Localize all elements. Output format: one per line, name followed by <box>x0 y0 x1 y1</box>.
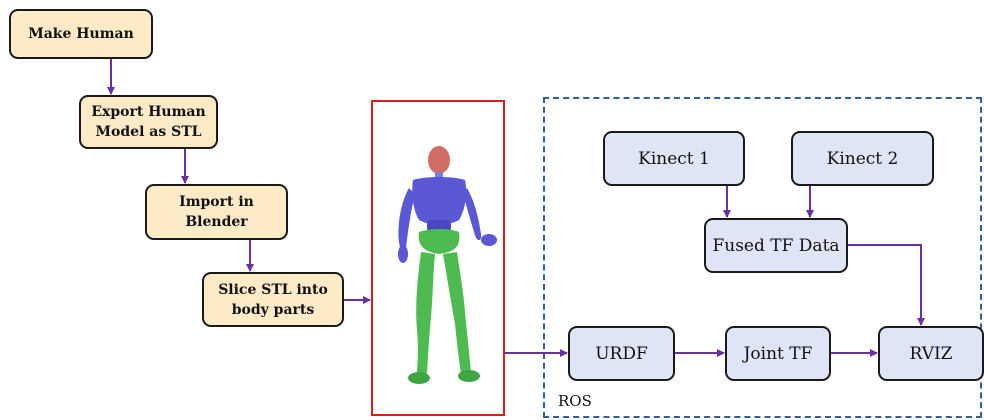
make-human-label: Make Human <box>28 26 134 42</box>
model-right-foot <box>458 370 480 382</box>
fused-tf-label: Fused TF Data <box>712 235 840 256</box>
model-neck <box>435 172 443 180</box>
slice-stl-box: Slice STL into body parts <box>202 272 344 327</box>
model-torso <box>412 177 467 225</box>
arrow-fused-to-rviz <box>848 244 925 326</box>
rviz-label: RVIZ <box>909 343 953 364</box>
model-head <box>428 146 450 174</box>
export-stl-label: Export Human Model as STL <box>91 104 206 140</box>
model-left-leg <box>416 252 435 374</box>
slice-stl-label: Slice STL into body parts <box>218 281 328 318</box>
joint-tf-label: Joint TF <box>743 343 813 364</box>
rviz-box: RVIZ <box>878 326 984 381</box>
model-left-hand <box>398 245 408 263</box>
model-right-arm <box>463 188 482 241</box>
urdf-label: URDF <box>595 343 648 364</box>
kinect-2-box: Kinect 2 <box>791 131 934 186</box>
fused-tf-box: Fused TF Data <box>704 218 848 273</box>
human-model-figure <box>398 146 497 384</box>
model-left-foot <box>408 372 430 384</box>
kinect-1-box: Kinect 1 <box>603 131 745 186</box>
ros-frame <box>543 97 982 418</box>
urdf-box: URDF <box>568 326 675 381</box>
joint-tf-box: Joint TF <box>725 326 831 381</box>
model-right-hand <box>481 234 497 246</box>
model-waist <box>427 220 451 232</box>
ros-label: ROS <box>558 392 592 410</box>
human-model-frame <box>371 100 505 416</box>
import-blender-label: Import in Blender <box>179 194 254 230</box>
make-human-box: Make Human <box>9 9 153 59</box>
kinect-1-label: Kinect 1 <box>638 148 710 169</box>
model-left-arm <box>398 188 415 250</box>
export-stl-box: Export Human Model as STL <box>79 95 218 149</box>
model-right-leg <box>443 252 471 374</box>
model-hips <box>418 229 460 254</box>
import-blender-box: Import in Blender <box>145 184 288 240</box>
kinect-2-label: Kinect 2 <box>826 148 899 169</box>
